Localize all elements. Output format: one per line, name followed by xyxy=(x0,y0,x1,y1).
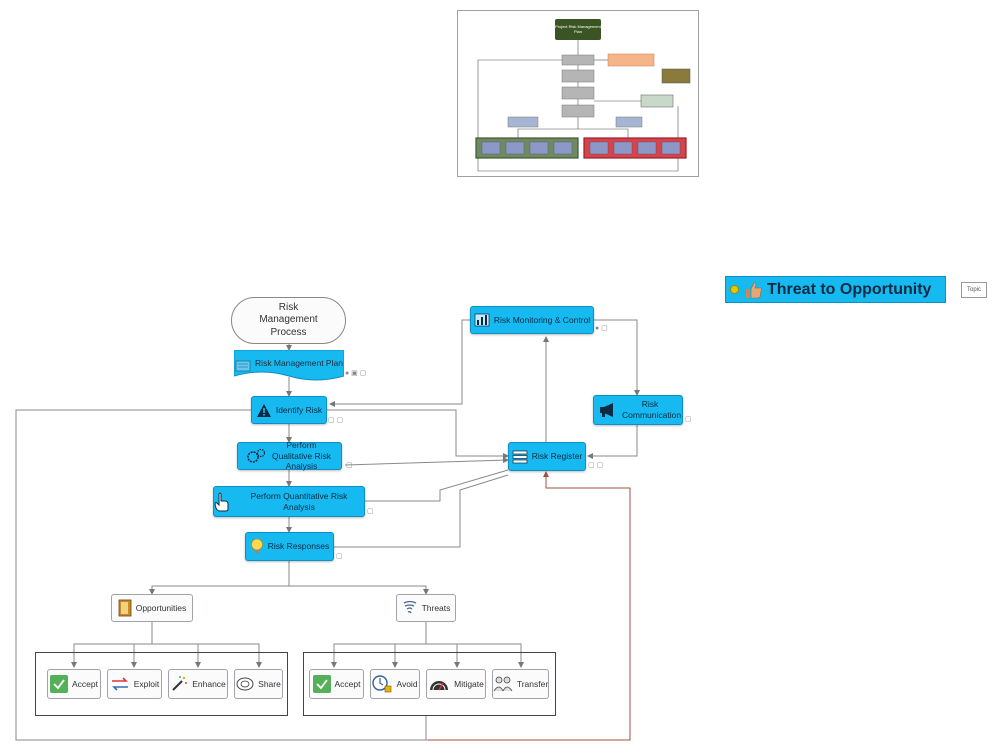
opportunity-exploit-label: Exploit xyxy=(133,678,160,689)
bar-chart-icon xyxy=(474,313,490,327)
communication-label: Risk Communication xyxy=(622,399,682,420)
warning-icon xyxy=(256,403,272,418)
topic-tag[interactable]: Topic xyxy=(961,282,987,298)
thumbs-up-icon xyxy=(745,281,763,299)
risk-communication-node[interactable]: Risk Communication xyxy=(593,395,683,425)
risk-responses-node[interactable]: Risk Responses xyxy=(245,532,334,561)
start-label: Risk Management Process xyxy=(259,301,318,338)
document-icon xyxy=(235,360,251,372)
threat-mitigate-node[interactable]: Mitigate xyxy=(426,669,486,699)
opportunities-node[interactable]: Opportunities xyxy=(111,594,193,622)
callout-label: Threat to Opportunity xyxy=(767,280,932,298)
opportunities-group xyxy=(35,652,288,716)
threat-accept-node[interactable]: Accept xyxy=(309,669,364,699)
opportunity-enhance-node[interactable]: Enhance xyxy=(168,669,228,699)
responses-label: Risk Responses xyxy=(267,541,330,552)
exchange-arrows-icon xyxy=(110,676,130,692)
opportunity-accept-label: Accept xyxy=(72,678,98,689)
thumbnail-diagram xyxy=(475,40,691,172)
register-label: Risk Register xyxy=(531,451,583,462)
threat-to-opportunity-topic[interactable]: Threat to Opportunity xyxy=(725,276,946,303)
qualitative-analysis-node[interactable]: Perform Qualitative Risk Analysis xyxy=(237,440,342,472)
plan-label: Risk Management Plan xyxy=(255,357,343,368)
qualitative-markers: ▢ xyxy=(346,462,353,469)
risk-monitoring-node[interactable]: Risk Monitoring & Control xyxy=(470,306,594,334)
clock-lock-icon xyxy=(372,675,392,693)
people-transfer-icon xyxy=(493,675,513,693)
opportunity-enhance-label: Enhance xyxy=(192,678,226,689)
threat-avoid-label: Avoid xyxy=(396,678,418,689)
threat-avoid-node[interactable]: Avoid xyxy=(370,669,420,699)
responses-markers: ▢ xyxy=(336,553,343,560)
checkmark-icon xyxy=(50,675,68,693)
door-icon xyxy=(118,599,132,617)
opportunity-share-label: Share xyxy=(258,678,281,689)
thumbnail-title: Project Risk Management Plan xyxy=(555,19,601,40)
opportunity-accept-node[interactable]: Accept xyxy=(47,669,101,699)
quantitative-markers: ▢ xyxy=(367,508,374,515)
threat-mitigate-label: Mitigate xyxy=(454,678,484,689)
gears-icon xyxy=(246,448,266,464)
threats-node[interactable]: Threats xyxy=(396,594,456,622)
lightbulb-icon xyxy=(250,538,264,555)
checkmark-icon xyxy=(312,675,331,693)
qualitative-label: Perform Qualitative Risk Analysis xyxy=(271,440,332,472)
stack-icon xyxy=(512,450,528,464)
identify-markers: ▢ ▢ xyxy=(328,417,344,424)
plan-markers: ● ▣ ▢ xyxy=(345,370,367,377)
opportunity-exploit-node[interactable]: Exploit xyxy=(107,669,162,699)
overview-thumbnail[interactable]: Project Risk Management Plan xyxy=(457,10,699,177)
share-coins-icon xyxy=(236,676,254,692)
monitoring-markers: ● ▢ xyxy=(595,325,608,332)
hand-pointer-icon xyxy=(214,492,230,512)
threats-label: Threats xyxy=(421,602,451,613)
megaphone-icon xyxy=(598,402,618,418)
tornado-icon xyxy=(402,600,418,616)
threat-transfer-label: Transfer xyxy=(516,678,549,689)
communication-markers: ▢ xyxy=(685,416,692,423)
quantitative-analysis-node[interactable]: Perform Quantitative Risk Analysis xyxy=(213,486,365,517)
opportunity-share-node[interactable]: Share xyxy=(234,669,283,699)
monitoring-label: Risk Monitoring & Control xyxy=(493,314,591,325)
threat-accept-label: Accept xyxy=(334,678,361,689)
register-markers: ▢ ▢ xyxy=(588,462,604,469)
risk-management-plan-node[interactable]: Risk Management Plan xyxy=(234,350,344,382)
quantitative-label: Perform Quantitative Risk Analysis xyxy=(250,490,348,512)
risk-register-node[interactable]: Risk Register xyxy=(508,442,586,471)
opportunities-label: Opportunities xyxy=(135,602,187,613)
gauge-icon xyxy=(428,677,450,691)
threats-group xyxy=(303,652,556,716)
magic-wand-icon xyxy=(170,675,188,693)
expand-dot-icon[interactable] xyxy=(730,285,739,294)
identify-risk-node[interactable]: Identify Risk xyxy=(251,396,327,424)
identify-label: Identify Risk xyxy=(275,404,323,415)
threat-transfer-node[interactable]: Transfer xyxy=(492,669,549,699)
start-node[interactable]: Risk Management Process xyxy=(231,297,346,344)
